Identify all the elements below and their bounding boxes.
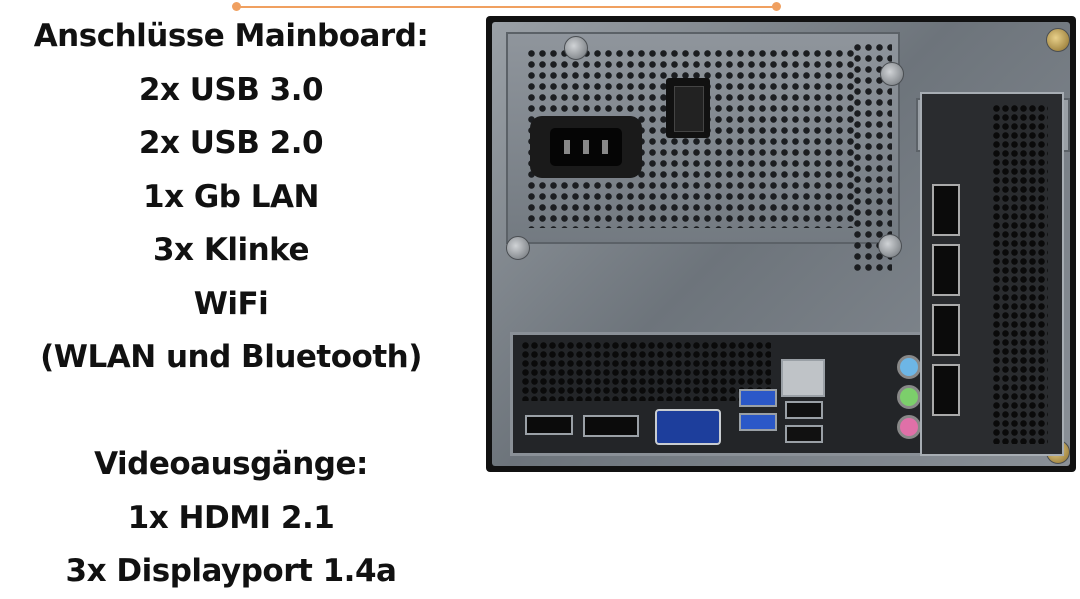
gpu-vent-mesh xyxy=(992,104,1048,444)
port-item: 3x Klinke xyxy=(152,232,310,268)
audio-jack-line-in xyxy=(897,355,921,379)
specs-list: Anschlüsse Mainboard: 2x USB 3.0 2x USB … xyxy=(0,10,462,599)
audio-jack-line-out xyxy=(897,385,921,409)
video-port-item: 3x Displayport 1.4a xyxy=(65,553,397,589)
power-switch-rocker xyxy=(674,86,704,132)
gpu-displayport xyxy=(932,364,960,416)
port-item: (WLAN und Bluetooth) xyxy=(40,339,422,375)
screw-icon xyxy=(880,62,904,86)
power-pin xyxy=(583,140,589,154)
port-item: 2x USB 2.0 xyxy=(138,125,324,161)
spacer xyxy=(0,385,462,439)
displayport-port xyxy=(583,415,639,437)
decorative-accent-line xyxy=(236,6,776,8)
chassis xyxy=(492,22,1070,466)
power-pin xyxy=(602,140,608,154)
video-port-item: 1x HDMI 2.1 xyxy=(127,499,335,536)
screw-icon xyxy=(564,36,588,60)
power-pin xyxy=(564,140,570,154)
io-shield xyxy=(510,332,936,456)
power-inlet xyxy=(530,116,642,178)
usb3-port xyxy=(739,389,777,407)
screw-icon xyxy=(506,236,530,260)
gpu-bracket xyxy=(920,92,1064,456)
port-item: 1x Gb LAN xyxy=(143,178,319,215)
usb2-port xyxy=(785,401,823,419)
pc-rear-panel-image xyxy=(486,16,1076,472)
hdmi-port xyxy=(525,415,573,435)
io-shield-mesh xyxy=(521,341,771,401)
port-item: WiFi xyxy=(193,285,269,322)
usb3-port xyxy=(739,413,777,431)
power-inlet-socket xyxy=(550,128,622,166)
vga-port xyxy=(655,409,721,445)
thumbscrew-icon xyxy=(1046,28,1070,52)
video-heading: Videoausgänge: xyxy=(94,446,368,482)
gpu-displayport xyxy=(932,304,960,356)
gpu-displayport xyxy=(932,184,960,236)
audio-jack-mic xyxy=(897,415,921,439)
accent-line-start-dot xyxy=(232,2,241,11)
gpu-displayport xyxy=(932,244,960,296)
power-switch xyxy=(666,78,710,138)
lan-port xyxy=(781,359,825,397)
port-item: 2x USB 3.0 xyxy=(138,71,324,108)
accent-line-end-dot xyxy=(772,2,781,11)
mainboard-heading: Anschlüsse Mainboard: xyxy=(33,18,429,54)
usb2-port xyxy=(785,425,823,443)
power-supply xyxy=(506,32,900,244)
screw-icon xyxy=(878,234,902,258)
